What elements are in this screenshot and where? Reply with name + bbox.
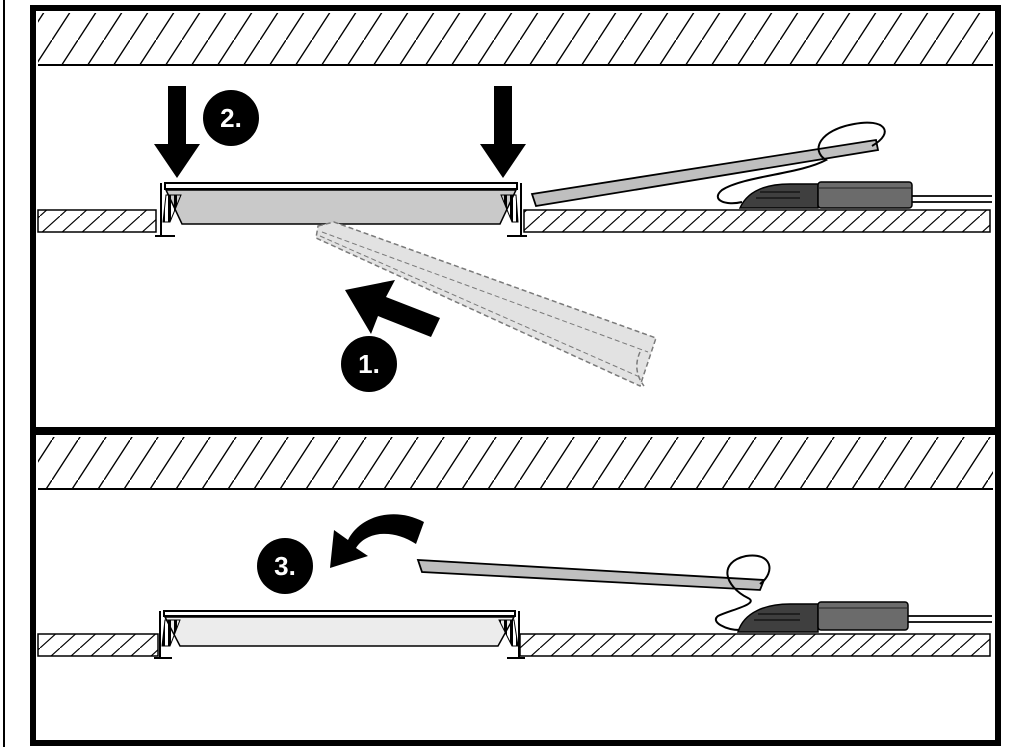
ceiling-board [37, 209, 991, 233]
step-label-3: 3. [274, 551, 296, 581]
led-panel-frame [155, 182, 527, 237]
step-label-2: 2. [220, 103, 242, 133]
led-driver-icon [738, 181, 913, 209]
step-badge-1: 1. [341, 336, 397, 392]
step-label-1: 1. [358, 349, 380, 379]
led-strip [416, 559, 766, 591]
ceiling-board [37, 633, 991, 657]
cable-icon [715, 554, 992, 631]
led-panel-installed [154, 610, 525, 659]
cable-icon [716, 121, 992, 205]
step-badge-3: 3. [257, 538, 313, 594]
spring-clip-icon [161, 619, 519, 647]
ceiling-hatch-icon [38, 13, 993, 66]
push-down-arrow-icon [154, 86, 526, 178]
step-badge-2: 2. [203, 90, 259, 146]
panel-bottom: 3. [30, 429, 1001, 746]
insert-arrow-icon [345, 280, 440, 337]
led-strip [530, 138, 880, 208]
panel-top: 2. 1. [30, 5, 1001, 433]
diffuser-sheet [315, 221, 657, 388]
ceiling-hatch-icon [38, 437, 993, 490]
led-driver-icon [736, 601, 909, 633]
curved-arrow-icon [330, 514, 424, 568]
spring-clip-icon [162, 194, 519, 223]
